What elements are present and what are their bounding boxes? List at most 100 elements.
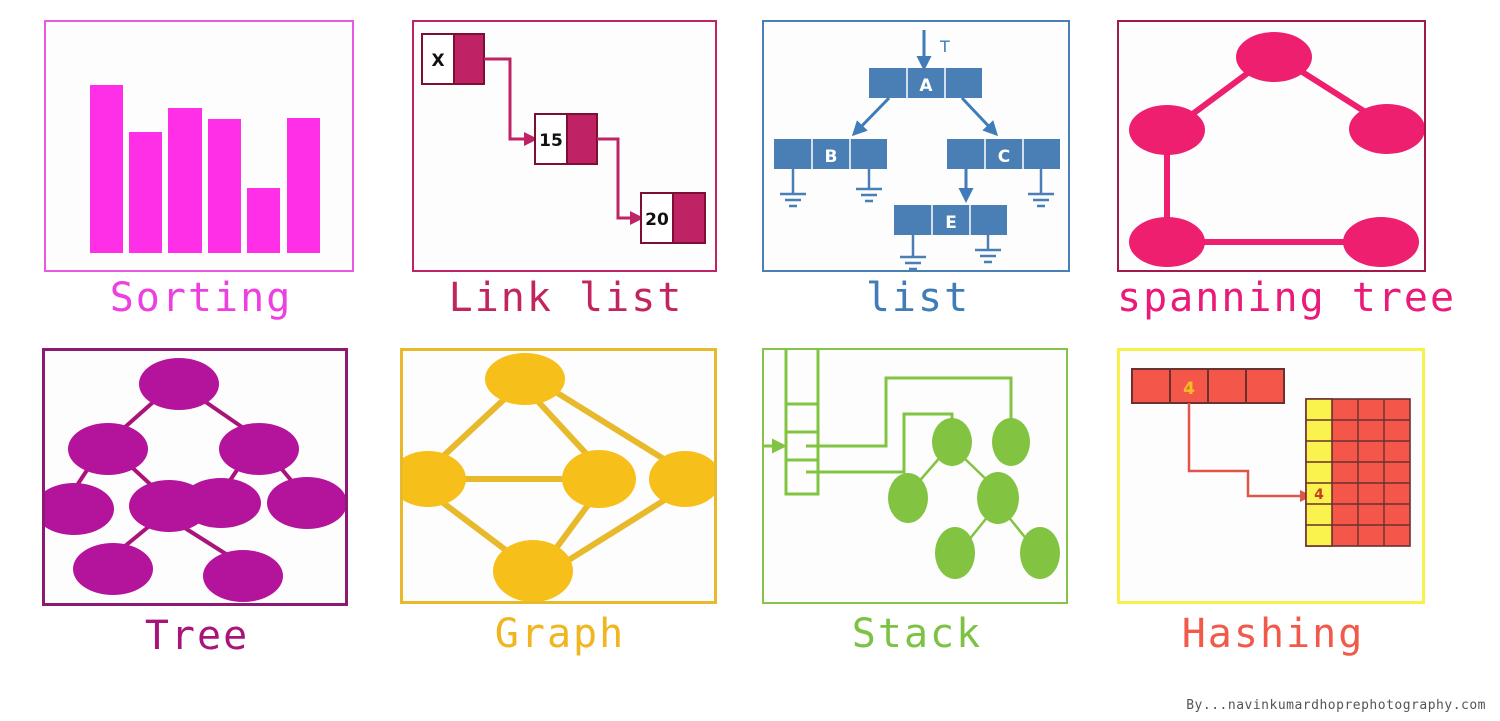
panel-list[interactable]: T A B	[762, 20, 1074, 342]
tree-diagram	[45, 358, 345, 602]
list-node-e: E	[894, 205, 1007, 235]
spanning-tree-diagram	[1129, 32, 1424, 267]
ground-e-right	[975, 235, 1001, 264]
ground-b-left	[780, 169, 806, 208]
graph-diagram	[403, 353, 714, 601]
stack-node-root	[932, 418, 972, 466]
bar-group	[90, 85, 320, 253]
caption-stack: Stack	[851, 611, 983, 657]
linked-node-1: X	[421, 33, 485, 85]
graph-nodes	[403, 353, 714, 601]
caption-link-list: Link list	[448, 275, 684, 321]
hash-bucket-value: 4	[1314, 487, 1324, 503]
panel-link-list[interactable]: X 15	[412, 20, 720, 342]
panel-hashing[interactable]: 4	[1117, 348, 1429, 670]
link-list-diagram: X 15	[421, 33, 706, 244]
bar-5	[247, 188, 280, 253]
list-node-diagram: T A B	[774, 30, 1060, 270]
list-node-a-value: A	[919, 76, 933, 96]
list-node-b: B	[774, 139, 887, 169]
graph-edges	[433, 378, 677, 576]
panel-sorting[interactable]: Sorting	[44, 20, 358, 342]
bar-6	[287, 118, 320, 253]
spanning-edges	[1164, 58, 1391, 245]
list-edge-a-b	[851, 96, 891, 137]
bar-4	[208, 119, 241, 253]
panel-graph[interactable]: Graph	[400, 348, 720, 670]
linked-node-1-value: X	[431, 51, 444, 71]
linked-node-2-value: 15	[539, 131, 563, 151]
ground-b-right	[856, 169, 882, 203]
hash-key-value: 4	[1183, 379, 1195, 399]
stack-route-upper	[806, 376, 1013, 448]
sorting-figure	[44, 20, 354, 272]
tree-node-left	[68, 423, 148, 475]
graph-edge-top-right	[536, 378, 677, 469]
link-arrow-1	[524, 132, 538, 146]
stack-route-lower	[806, 412, 954, 474]
linked-node-3-value: 20	[645, 210, 669, 230]
stack-tree-nodes	[888, 418, 1060, 579]
graph-node-right	[649, 451, 714, 507]
graph-node-top	[485, 353, 565, 405]
hashing-diagram: 4	[1131, 368, 1411, 547]
panel-spanning-tree[interactable]: spanning tree	[1117, 20, 1457, 342]
link-edge-1	[484, 57, 524, 141]
panel-stack[interactable]: Stack	[762, 348, 1072, 670]
list-node-a: A	[869, 68, 982, 98]
hash-table: 4	[1305, 398, 1411, 547]
spanning-node-top	[1236, 32, 1312, 82]
ground-e-left	[900, 235, 926, 270]
graph-node-center	[562, 450, 636, 508]
graph-node-left	[403, 451, 466, 507]
ground-c-right	[1028, 169, 1054, 208]
tree-figure	[42, 348, 348, 606]
spanning-node-left-upper	[1129, 105, 1205, 155]
stack-figure	[762, 348, 1068, 604]
graph-edge-top-left	[435, 388, 516, 464]
graph-edge-top-center	[530, 393, 596, 464]
tree-node-l-left	[45, 483, 114, 535]
link-list-figure: X 15	[412, 20, 717, 272]
spanning-nodes	[1129, 32, 1424, 267]
stack-routes	[806, 376, 1013, 474]
tree-nodes	[45, 358, 345, 602]
footer-credit: By...navinkumardhoprephotography.com	[1186, 698, 1486, 713]
spanning-node-right-lower	[1343, 217, 1419, 267]
bar-3	[168, 108, 202, 253]
tree-node-r-left	[181, 478, 261, 528]
caption-spanning-tree: spanning tree	[1117, 275, 1457, 321]
list-figure: T A B	[762, 20, 1070, 272]
graph-node-bottom	[493, 540, 573, 601]
stack-node-rl	[935, 527, 975, 579]
spanning-node-left-lower	[1129, 217, 1205, 267]
spanning-tree-figure	[1117, 20, 1426, 272]
stack-node-rr	[1020, 527, 1060, 579]
caption-list: list	[865, 275, 971, 321]
hash-table-index-column	[1305, 398, 1333, 547]
hash-key-array: 4	[1131, 368, 1285, 404]
bar-1	[90, 85, 123, 253]
tree-node-r-right	[267, 477, 345, 529]
list-edge-a-c	[960, 96, 999, 137]
panel-tree[interactable]: Tree	[42, 348, 352, 670]
sorting-bar-chart	[90, 85, 320, 253]
caption-sorting: Sorting	[109, 275, 293, 321]
link-arrow-2	[630, 211, 644, 225]
spanning-node-right-upper	[1349, 104, 1424, 154]
caption-tree: Tree	[144, 613, 250, 659]
list-node-c: C	[947, 139, 1060, 169]
stack-node-alt	[992, 418, 1030, 466]
stack-node-r	[977, 472, 1019, 524]
stack-slot-frame	[784, 350, 820, 496]
caption-graph: Graph	[494, 611, 626, 657]
stack-diagram	[764, 350, 1060, 579]
bar-2	[129, 132, 162, 253]
tree-node-right	[219, 423, 299, 475]
caption-hashing: Hashing	[1181, 611, 1365, 657]
stack-node-l	[888, 473, 928, 523]
linked-node-3: 20	[640, 192, 706, 244]
tree-node-root	[139, 358, 219, 410]
link-edge-2	[597, 137, 630, 220]
